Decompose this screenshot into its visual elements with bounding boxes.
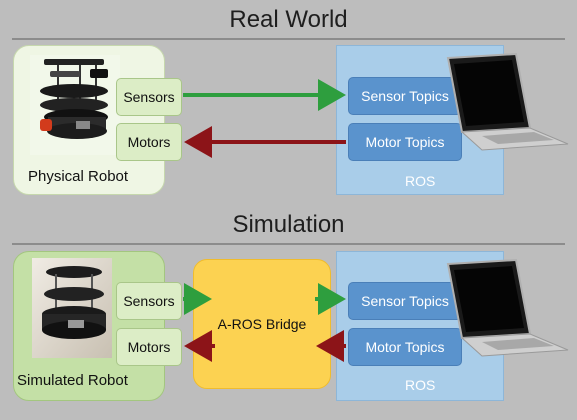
real-world-title: Real World [229, 6, 348, 33]
simulated-robot-label: Simulated Robot [17, 372, 128, 389]
simulation-title: Simulation [232, 211, 345, 238]
sensor-topics-box: Sensor Topics [348, 77, 462, 115]
motor-topics-box: Motor Topics [348, 123, 462, 161]
ros-label: ROS [405, 173, 436, 189]
sim-motor-topics-box: Motor Topics [348, 328, 462, 366]
robot-icon [30, 55, 120, 155]
sensors-box: Sensors [116, 78, 182, 116]
sim-sensors-box: Sensors [116, 282, 182, 320]
simulated-robot-icon [32, 258, 112, 358]
laptop-icon [446, 258, 569, 357]
sim-sensor-topics-box: Sensor Topics [348, 282, 462, 320]
simulation-divider [12, 243, 565, 245]
sim-ros-label: ROS [405, 377, 436, 393]
real-world-divider [12, 38, 565, 40]
physical-robot-label: Physical Robot [28, 168, 129, 185]
laptop-icon [446, 52, 569, 151]
sim-motors-box: Motors [116, 328, 182, 366]
a-ros-bridge-box: A-ROS Bridge [193, 259, 331, 389]
motors-box: Motors [116, 123, 182, 161]
